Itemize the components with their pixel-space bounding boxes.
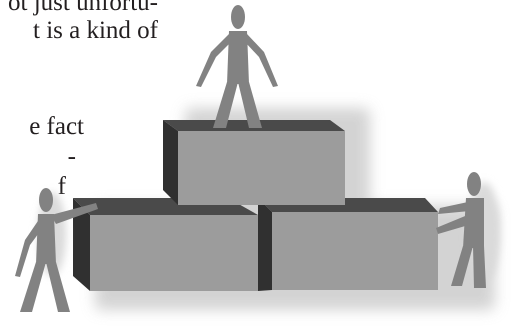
bottom-right-block [258, 198, 438, 291]
top-block [163, 120, 345, 205]
bottom-left-block [73, 198, 258, 291]
